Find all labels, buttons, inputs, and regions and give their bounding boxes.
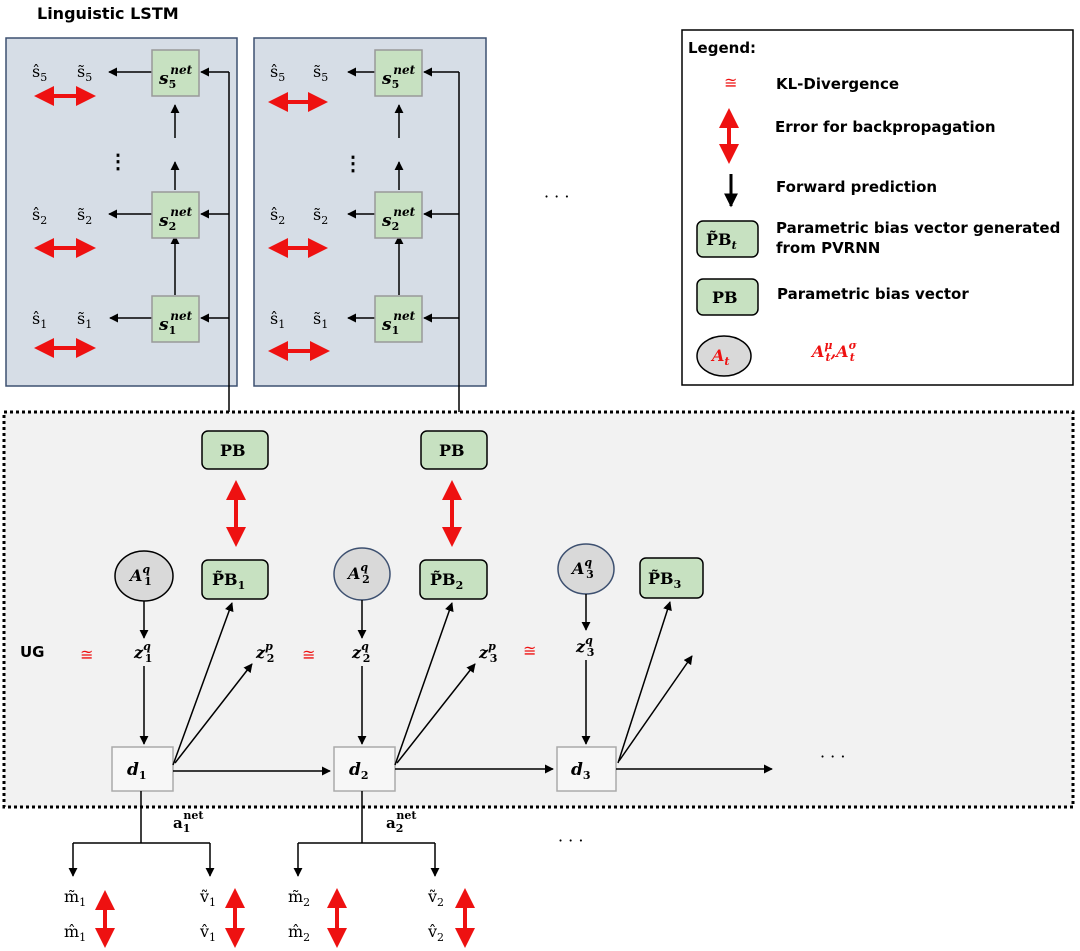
legend-pb-label: Parametric bias vector: [777, 285, 969, 303]
lstm-ellipsis: · · ·: [544, 187, 569, 206]
node-label: s5net: [381, 63, 416, 91]
node-label: s1net: [158, 309, 193, 337]
tilde-s-label: s̃5: [313, 62, 328, 84]
kl-symbol: ≅: [80, 645, 93, 664]
outputs: a1net a2net · · · m̃1 m̂1 ṽ1 v̂1 m̃2 m̂2…: [64, 791, 583, 948]
hat-s-label: ŝ5: [270, 62, 285, 84]
legend: Legend: ≅ KL-Divergence Error for backpr…: [681, 29, 1074, 386]
v-tilde-label: ṽ2: [427, 887, 444, 909]
legend-heading: Legend:: [688, 39, 756, 57]
tilde-s-label: s̃2: [313, 205, 328, 227]
lstm-node-s5: [374, 49, 423, 97]
hat-s-label: ŝ1: [32, 309, 47, 331]
ug-label: UG: [20, 643, 45, 661]
hat-s-label: ŝ2: [32, 205, 47, 227]
ug-pbt-text: P̃B2: [430, 570, 463, 592]
hat-s-label: ŝ2: [270, 205, 285, 227]
legend-error-label: Error for backpropagation: [775, 118, 996, 136]
ug-d-node-1: [111, 746, 174, 792]
ug-pb-box-1: [201, 430, 269, 470]
hat-s-label: ŝ1: [270, 309, 285, 331]
d-label: d2: [349, 760, 369, 782]
v-hat-label: v̂2: [427, 922, 444, 944]
m-tilde-label: m̃2: [288, 887, 310, 909]
vertical-ellipsis: ⋮: [343, 151, 363, 175]
a-net-label: a1net: [173, 809, 204, 835]
legend-pb-text: PB: [712, 288, 738, 307]
kl-symbol: ≅: [302, 645, 315, 664]
legend-kl-label: KL-Divergence: [776, 75, 899, 93]
ug-pbt-text: P̃B1: [212, 570, 245, 592]
node-label: s5net: [158, 63, 193, 91]
ug-pbt-box-1: [201, 559, 269, 600]
outputs-ellipsis: · · ·: [558, 831, 583, 850]
hat-s-label: ŝ5: [32, 62, 47, 84]
legend-pb-box: [696, 278, 759, 316]
lstm-node-s1: [151, 295, 200, 343]
vertical-ellipsis: ⋮: [108, 149, 128, 173]
kl-symbol: ≅: [523, 641, 536, 660]
m-tilde-label: m̃1: [64, 887, 86, 909]
d-label: d3: [571, 760, 591, 782]
ug-pb-box-2: [420, 430, 488, 470]
m-hat-label: m̂1: [64, 922, 86, 944]
ug-d-node-2: [333, 746, 396, 792]
lstm-panel-2-content: s5net s2net s1net ŝ5 s̃5 ŝ2 s̃2 ŝ1 s̃1 ⋮: [268, 49, 460, 430]
tilde-s-label: s̃1: [77, 309, 92, 331]
ug-pbt-text: P̃B3: [648, 569, 681, 591]
ug-ellipsis: · · ·: [820, 747, 845, 766]
legend-pbt-label-1: Parametric bias vector generated: [776, 219, 1060, 237]
ug-pb-text: PB: [439, 441, 465, 460]
tilde-s-label: s̃2: [77, 205, 92, 227]
tilde-s-label: s̃1: [313, 309, 328, 331]
legend-a-text: At: [710, 346, 730, 368]
legend-pbt-text: P̃Bt: [706, 230, 737, 252]
m-hat-label: m̂2: [288, 922, 310, 944]
lstm-node-s2: [151, 191, 200, 239]
node-label: s2net: [381, 205, 416, 233]
ug-pbt-box-2: [419, 559, 488, 600]
legend-pbt-box: [696, 220, 759, 258]
lstm-node-s5: [151, 49, 200, 97]
figure-title: Linguistic LSTM: [37, 4, 179, 23]
legend-a-node: [696, 335, 752, 377]
ug-pbt-box-3: [639, 557, 704, 599]
v-hat-label: v̂1: [199, 922, 216, 944]
kl-divergence-symbol: ≅: [724, 73, 737, 92]
node-label: s1net: [381, 309, 416, 337]
v-tilde-label: ṽ1: [199, 887, 216, 909]
lstm-panel-1: [5, 37, 238, 387]
lstm-node-s2: [374, 191, 423, 239]
node-label: s2net: [158, 205, 193, 233]
lstm-node-s1: [374, 295, 423, 343]
lstm-panel-2: [253, 37, 487, 387]
lstm-panel-1-content: s5net s2net s1net ŝ5 s̃5 ŝ2 s̃2 ŝ1 s̃1 ⋮: [32, 49, 230, 430]
ug-pb-text: PB: [220, 441, 246, 460]
ug-d-node-3: [556, 746, 617, 792]
d-label: d1: [127, 760, 147, 782]
a-net-label: a2net: [386, 809, 417, 835]
tilde-s-label: s̃5: [77, 62, 92, 84]
legend-pbt-label-2: from PVRNN: [776, 239, 880, 257]
legend-forward-label: Forward prediction: [776, 178, 937, 196]
